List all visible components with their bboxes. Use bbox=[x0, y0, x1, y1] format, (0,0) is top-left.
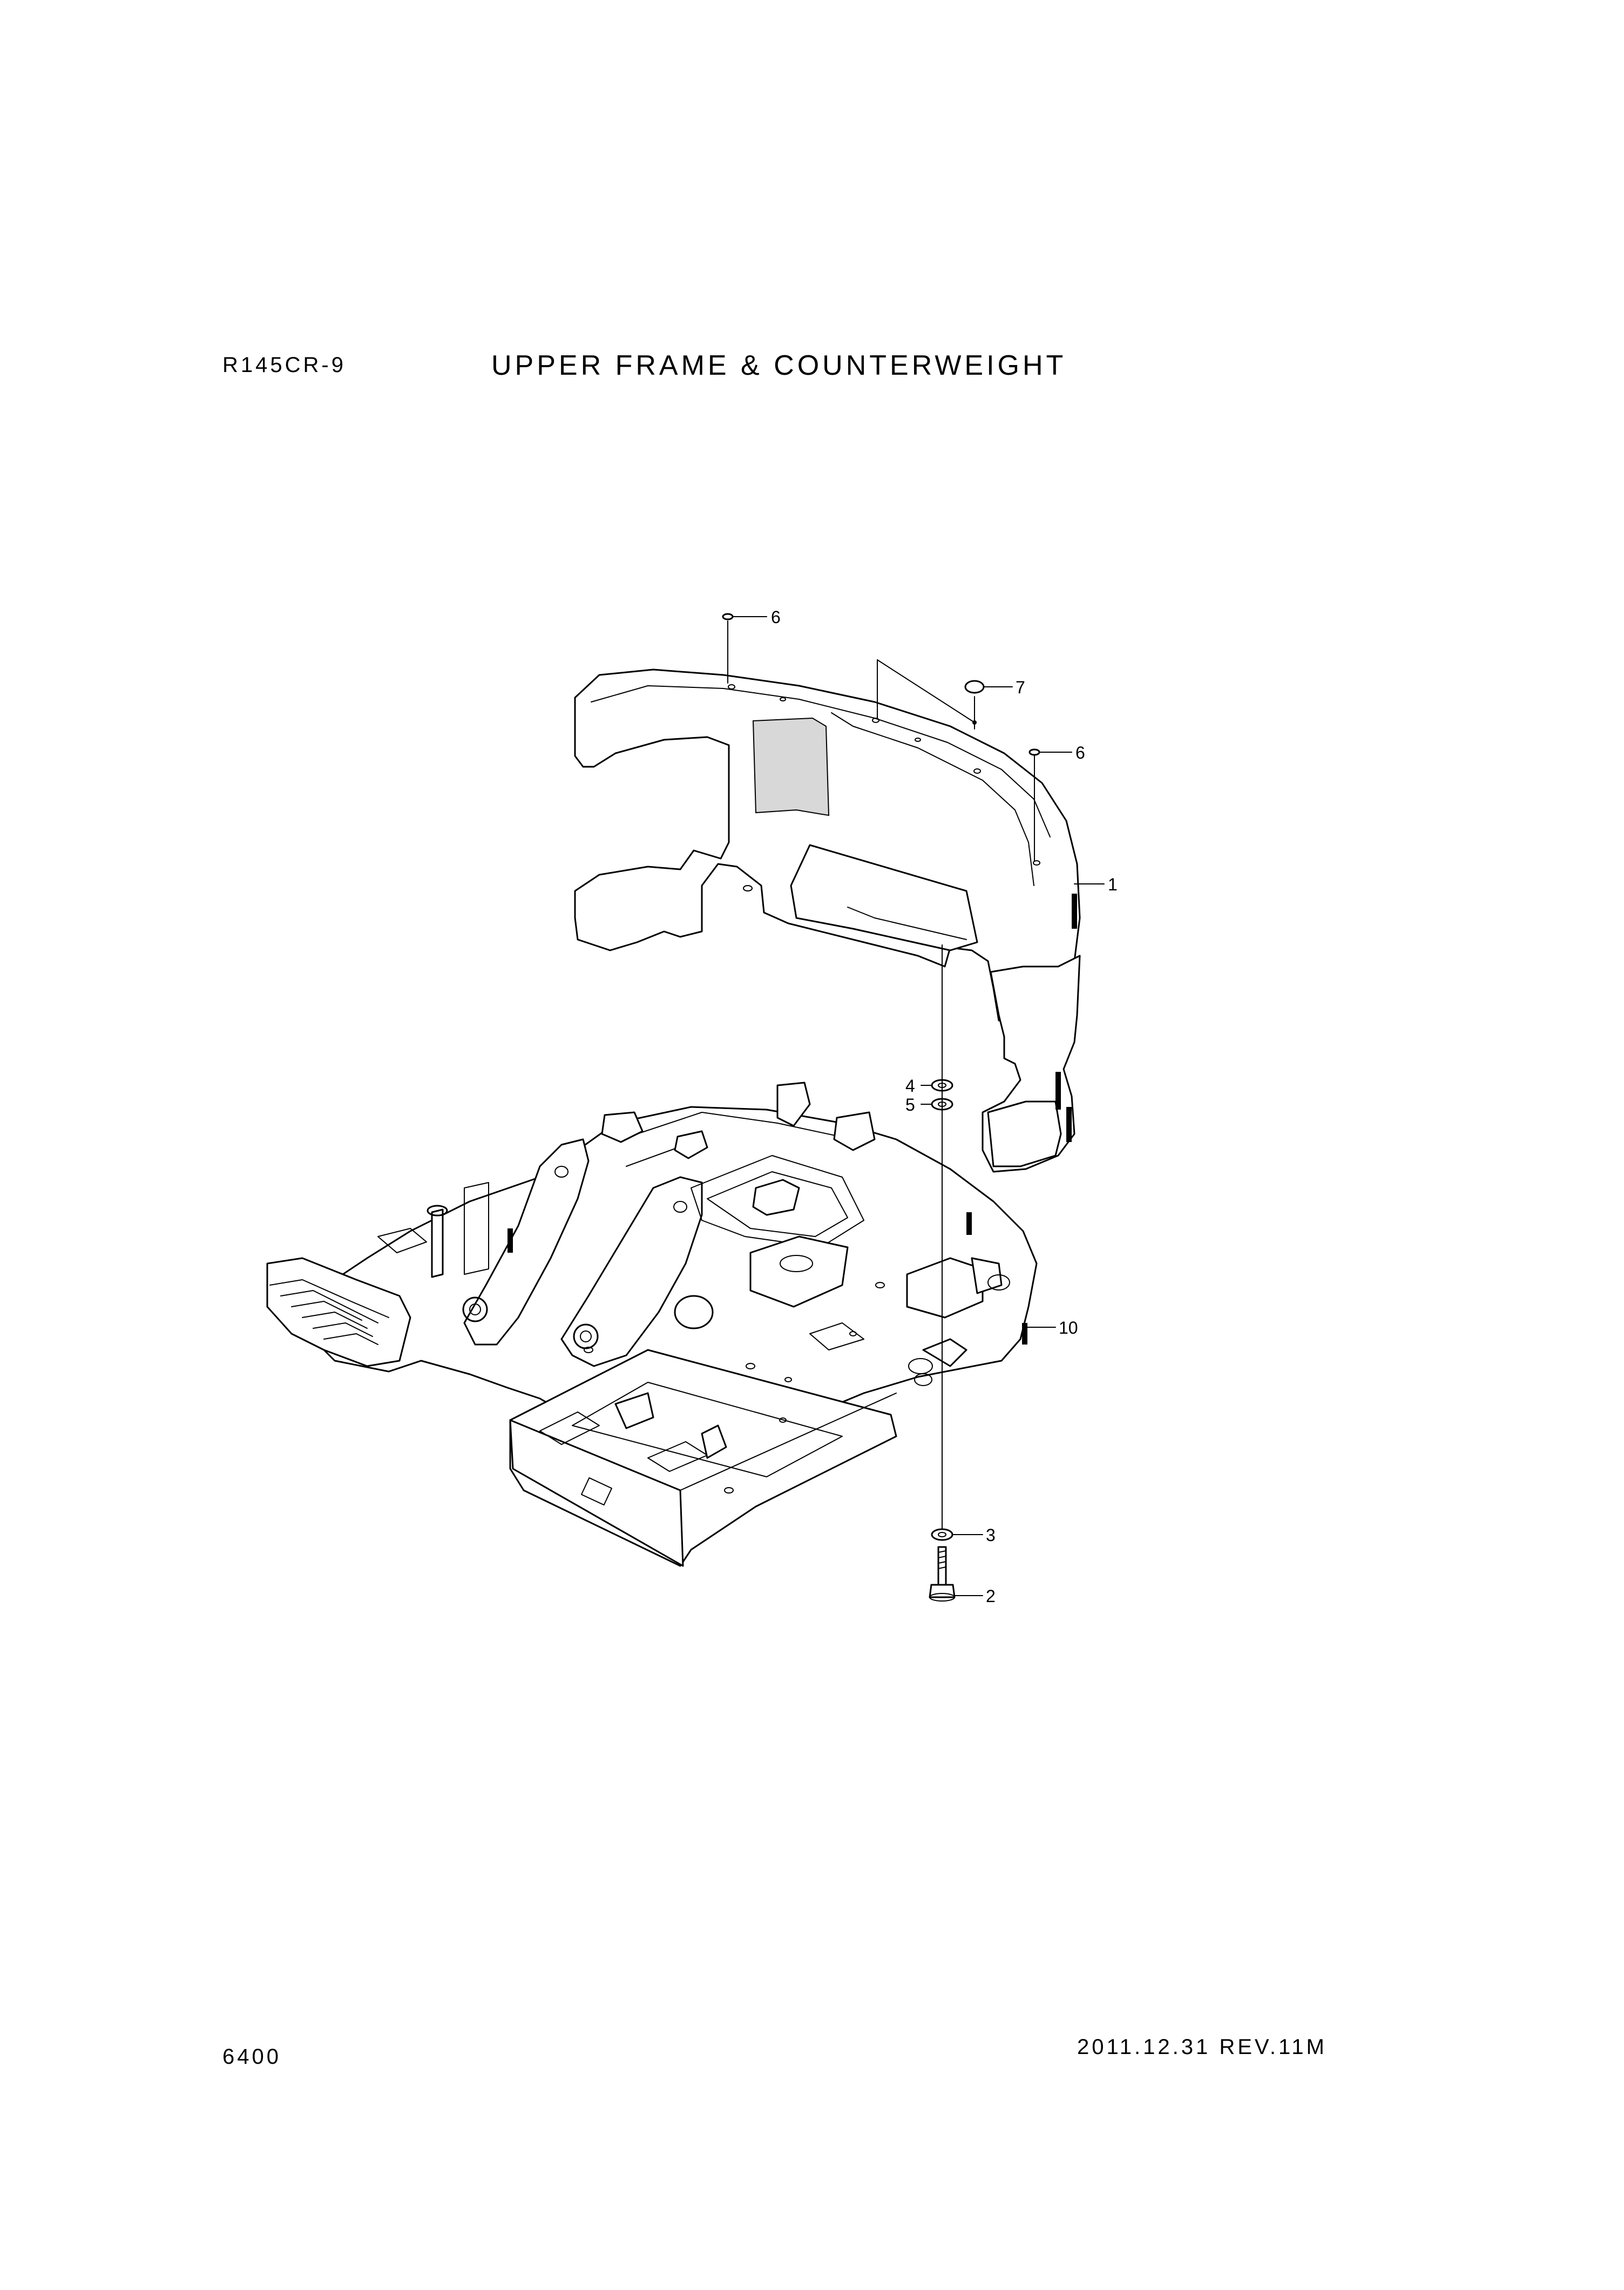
page-number: 6400 bbox=[222, 2045, 281, 2069]
callout-2: 2 bbox=[986, 1586, 996, 1606]
callout-4: 4 bbox=[905, 1076, 915, 1096]
callout-7: 7 bbox=[1016, 678, 1025, 697]
callout-6-right: 6 bbox=[1075, 743, 1085, 762]
fastener-stack: 6 7 6 1 4 5 10 3 2 bbox=[722, 607, 1118, 1606]
callout-1: 1 bbox=[1108, 875, 1118, 894]
callout-6-left: 6 bbox=[771, 607, 781, 627]
model-code: R145CR-9 bbox=[222, 353, 346, 377]
counterweight bbox=[574, 668, 1081, 1173]
callout-3: 3 bbox=[986, 1525, 996, 1545]
upper-frame bbox=[266, 1082, 1038, 1567]
callout-10: 10 bbox=[1059, 1318, 1078, 1337]
callout-5: 5 bbox=[905, 1095, 915, 1114]
page-title: UPPER FRAME & COUNTERWEIGHT bbox=[491, 350, 1067, 381]
revision-date: 2011.12.31 REV.11M bbox=[1077, 2035, 1327, 2059]
